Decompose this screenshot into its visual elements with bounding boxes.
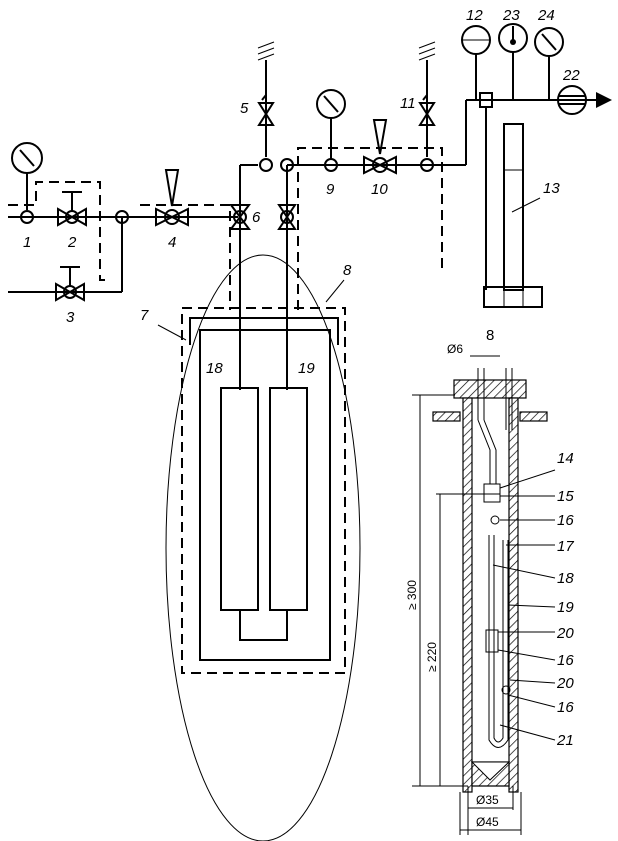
- gas-line-schematic: [8, 41, 612, 385]
- flow-meter-12: [461, 25, 491, 100]
- valve-4: [155, 169, 189, 227]
- relief-valve-5: [257, 94, 275, 126]
- label-1: 1: [23, 234, 31, 251]
- relief-valve-11: [418, 94, 436, 126]
- detail-label-16c: 16: [557, 699, 574, 716]
- detail-label-14: 14: [557, 450, 574, 467]
- label-6: 6: [252, 209, 261, 226]
- detail-label-20b: 20: [556, 675, 574, 692]
- label-4: 4: [168, 234, 176, 251]
- junction: [420, 158, 434, 172]
- detail-label-20: 20: [556, 625, 574, 642]
- detail-label-15: 15: [557, 488, 574, 505]
- valve-2: [57, 191, 87, 227]
- dim-diameter-45: Ø45: [476, 815, 499, 829]
- label-7: 7: [140, 307, 149, 324]
- label-8: 8: [343, 262, 352, 279]
- detail-title: 8: [486, 327, 494, 344]
- column-13: [479, 92, 543, 308]
- junction: [115, 210, 129, 224]
- thermometer-23: [498, 23, 528, 100]
- detail-label-16b: 16: [557, 652, 574, 669]
- pressure-gauge-1: [11, 142, 43, 224]
- label-13: 13: [543, 180, 560, 197]
- valve-3: [55, 266, 85, 302]
- label-23: 23: [502, 7, 520, 24]
- label-9: 9: [326, 181, 335, 198]
- label-24: 24: [537, 7, 555, 24]
- dim-height-220: ≥ 220: [425, 642, 439, 672]
- gas-meter-22: [557, 85, 587, 115]
- label-2: 2: [67, 234, 77, 251]
- label-18: 18: [206, 360, 223, 377]
- label-11: 11: [400, 95, 416, 112]
- label-10: 10: [371, 181, 388, 198]
- tube-detail-8: [412, 355, 556, 835]
- valve-6: [229, 158, 297, 230]
- pressure-gauge-24: [534, 27, 564, 100]
- dim-diameter-35: Ø35: [476, 793, 499, 807]
- label-12: 12: [466, 7, 483, 24]
- label-19: 19: [298, 360, 315, 377]
- dim-height-300: ≥ 300: [405, 580, 419, 610]
- valve-10: [363, 119, 397, 175]
- detail-label-21: 21: [556, 732, 574, 749]
- label-22: 22: [562, 67, 580, 84]
- detail-label-17: 17: [557, 538, 574, 555]
- label-3: 3: [66, 309, 75, 326]
- tube-18: [220, 387, 259, 611]
- pressure-gauge-9: [316, 89, 346, 172]
- detail-label-16: 16: [557, 512, 574, 529]
- detail-label-19: 19: [557, 599, 574, 616]
- tube-19: [269, 387, 308, 611]
- dim-diameter-6: Ø6: [447, 342, 463, 356]
- detail-label-18: 18: [557, 570, 574, 587]
- label-5: 5: [240, 100, 249, 117]
- thermostat-chamber: [157, 230, 361, 841]
